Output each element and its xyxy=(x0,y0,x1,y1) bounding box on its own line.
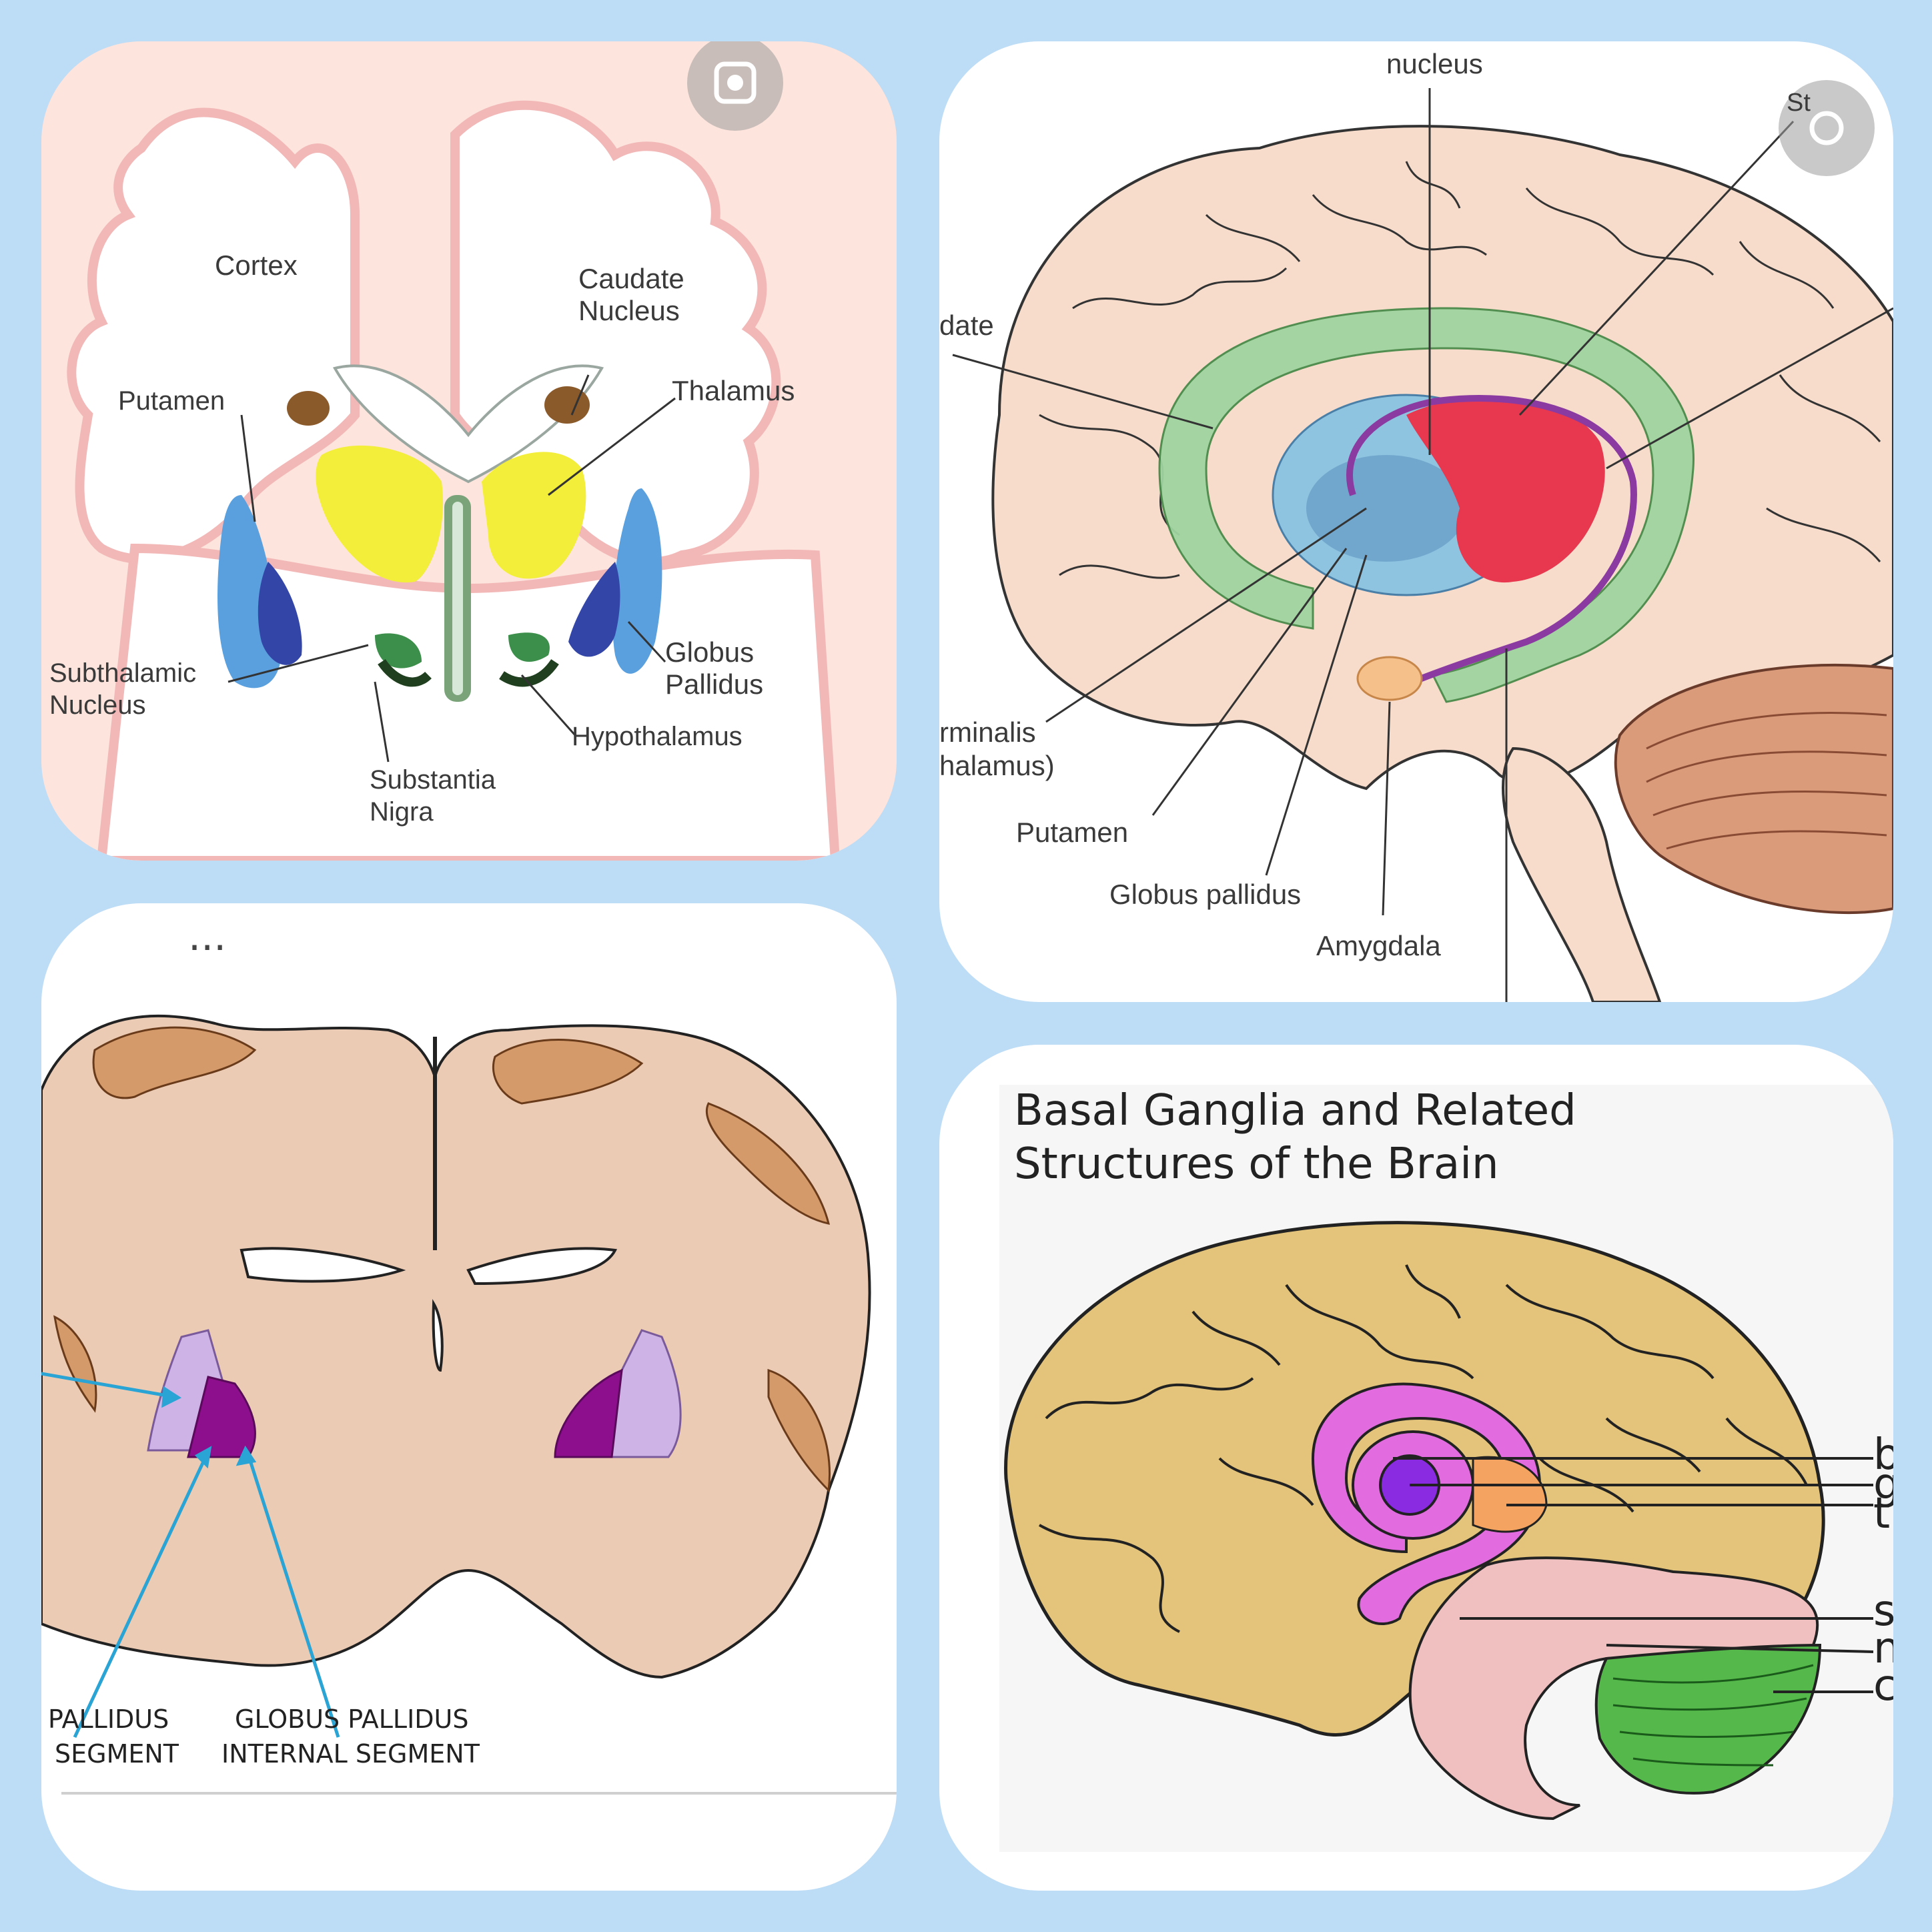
ventricle-right xyxy=(466,1247,618,1286)
amygdala xyxy=(1356,656,1423,701)
side-label-s: s xyxy=(1873,1586,1893,1636)
label-st: St xyxy=(1787,89,1811,117)
globus-pallidus-panel: ... PALLIDUS xyxy=(41,903,897,1891)
brain-section xyxy=(41,1014,871,1679)
cortex-fold-5 xyxy=(53,1315,97,1413)
side-label-g: g xyxy=(1873,1460,1893,1509)
label-cortex: Cortex xyxy=(215,250,298,281)
thalamus xyxy=(1406,397,1605,583)
label-thalamus: Thalamus xyxy=(672,375,795,406)
arrow-internal-label xyxy=(246,1454,340,1738)
substantia-nigra-left xyxy=(378,658,432,687)
label-caudate-1: Caudate xyxy=(578,263,684,294)
menu-dots[interactable]: ... xyxy=(188,913,226,960)
title-line-1: Basal Ganglia and Related xyxy=(1014,1086,1576,1135)
label-globus-2: Pallidus xyxy=(665,668,763,700)
label-nucleus: nucleus xyxy=(1386,48,1483,79)
stria-terminalis xyxy=(1346,395,1637,685)
lateral-ventricles xyxy=(332,364,604,484)
label-substantia-2: Nigra xyxy=(370,797,434,827)
label-globus-pallidus: Globus pallidus xyxy=(1109,879,1301,910)
basal-ganglia-diagram: Basal Ganglia and Related Structures of … xyxy=(999,1085,1893,1852)
label-caudate-2: Nucleus xyxy=(578,295,680,326)
cortex-fold-2 xyxy=(492,1039,644,1105)
lens-icon[interactable] xyxy=(1779,80,1875,176)
side-label-c: c xyxy=(1873,1661,1893,1711)
label-pallidus: PALLIDUS xyxy=(48,1705,169,1734)
sagittal-brain-diagram: nucleus St date rminalis halamus) Putame… xyxy=(939,48,1893,1002)
ventricle-left xyxy=(239,1247,406,1283)
label-amygdala: Amygdala xyxy=(1316,930,1441,961)
label-putamen: Putamen xyxy=(1016,817,1128,848)
cortical-folds xyxy=(1039,161,1881,579)
side-label-t: t xyxy=(1873,1489,1890,1538)
label-terminalis-partial: rminalis xyxy=(939,716,1036,748)
arrow-external xyxy=(41,1372,175,1399)
side-label-n: n xyxy=(1873,1624,1893,1673)
subthalamic-right xyxy=(508,632,550,662)
label-hypothalamus: Hypothalamus xyxy=(572,722,743,751)
label-caudate-partial: date xyxy=(939,310,994,341)
globus-pallidus-external-right xyxy=(607,1329,682,1458)
label-internal-segment: INTERNAL SEGMENT xyxy=(221,1739,480,1769)
left-hemisphere-white-matter xyxy=(67,107,360,564)
globus-pallidus-right xyxy=(568,562,620,657)
brainstem xyxy=(1502,747,1662,1002)
basal-ganglia-panel: Basal Ganglia and Related Structures of … xyxy=(939,1045,1893,1891)
caudate-right xyxy=(544,386,590,424)
lens-icon[interactable] xyxy=(687,41,783,131)
cerebellum xyxy=(1614,663,1893,915)
globus-pallidus xyxy=(1306,455,1466,562)
label-subthalamic-2: Nucleus xyxy=(49,690,146,720)
label-thalamus-partial: halamus) xyxy=(939,750,1055,781)
coronal-section-panel: Cortex Caudate Nucleus Putamen Thalamus … xyxy=(41,41,897,861)
substantia-nigra-right xyxy=(499,658,559,687)
label-putamen: Putamen xyxy=(118,386,225,416)
label-segment: SEGMENT xyxy=(55,1739,179,1769)
label-globus-1: Globus xyxy=(665,636,754,668)
label-substantia-1: Substantia xyxy=(370,765,496,795)
title-line-2: Structures of the Brain xyxy=(1014,1139,1499,1189)
label-globus-pallidus: GLOBUS PALLIDUS xyxy=(235,1705,468,1734)
thalamus-left xyxy=(316,445,443,583)
label-subthalamic-1: Subthalamic xyxy=(49,658,196,688)
globus-pallidus-left xyxy=(258,562,302,665)
coronal-section-diagram: Cortex Caudate Nucleus Putamen Thalamus … xyxy=(49,41,841,861)
caudate-nucleus xyxy=(1311,1382,1542,1626)
subthalamic-left xyxy=(375,633,422,668)
globus-pallidus-internal-right xyxy=(554,1368,623,1458)
ventricle-third xyxy=(432,1299,444,1372)
cortical-folds xyxy=(1039,1264,1808,1633)
cortex-fold-1 xyxy=(92,1026,257,1099)
brainstem xyxy=(1408,1556,1819,1821)
putamen-right xyxy=(612,488,662,674)
cortex-fold-3 xyxy=(705,1102,831,1225)
side-label-b: b xyxy=(1873,1430,1893,1480)
sagittal-brain-panel: nucleus St date rminalis halamus) Putame… xyxy=(939,41,1893,1002)
thalamus-right xyxy=(482,452,586,579)
arrow-external-label xyxy=(73,1453,209,1739)
globus-pallidus-diagram: ... PALLIDUS xyxy=(41,913,897,1795)
cortex-fold-4 xyxy=(767,1368,831,1493)
caudate-left xyxy=(287,391,330,426)
